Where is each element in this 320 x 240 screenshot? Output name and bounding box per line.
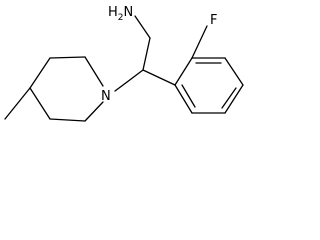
bond-ch-piperidine-n <box>114 69 144 92</box>
fluorine-label: F <box>210 13 217 28</box>
amine-hydrogen-count: 2 <box>118 13 124 23</box>
bond-aryl-fluorine <box>191 25 208 59</box>
double-bond-lower-right <box>221 87 237 109</box>
piperidine-ring <box>29 56 104 122</box>
chemical-structure: H2N F N <box>4 5 244 122</box>
bond-ch2-ch <box>142 37 151 71</box>
amine-label: H2N <box>108 5 133 23</box>
amine-hydrogen: H <box>108 5 118 20</box>
bond-methyl <box>4 87 31 120</box>
bond-amine-ch2 <box>134 15 151 39</box>
bond-ch-aryl <box>142 69 176 86</box>
double-bond-lower-left <box>181 84 196 108</box>
fluorophenyl-ring <box>174 57 244 114</box>
piperidine-nitrogen-label: N <box>101 89 111 104</box>
amine-nitrogen: N <box>124 5 134 20</box>
